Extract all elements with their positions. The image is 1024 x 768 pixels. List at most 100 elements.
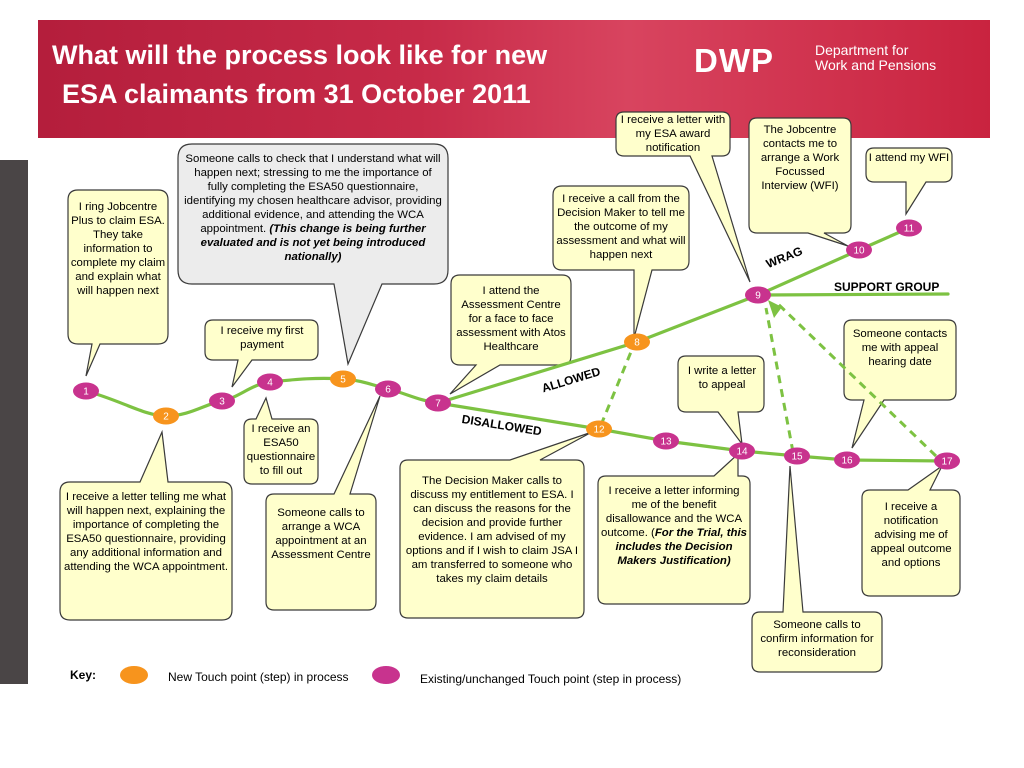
callout-4-text: I receive an ESA50 questionnaire to fill…: [246, 423, 316, 477]
callout-13-text: I receive a letter informing me of the b…: [601, 484, 747, 568]
step-node-10: 10: [846, 241, 872, 259]
title-line-1: What will the process look like for new: [52, 40, 548, 70]
step-node-1: 1: [73, 382, 99, 400]
step-node-2-shape: [153, 407, 179, 425]
appeal-dashed-link: [774, 300, 938, 458]
department-name: Department for Work and Pensions: [815, 43, 936, 73]
step-node-16: 16: [834, 451, 860, 469]
key-new-text: New Touch point (step) in process: [168, 670, 349, 684]
step-node-16-label: 16: [841, 456, 853, 467]
dept-line-2: Work and Pensions: [815, 57, 937, 73]
step-node-3-shape: [209, 392, 235, 410]
key-new-swatch: [120, 666, 148, 684]
step-node-5-label: 5: [340, 375, 346, 386]
step-node-9: 9: [745, 286, 771, 304]
callout-14-text: I write a letter to appeal: [687, 365, 757, 391]
step-node-6: 6: [375, 380, 401, 398]
callout-13-emphasis: For the Trial, this includes the Decisio…: [615, 527, 748, 567]
callout-7-text: I attend the Assessment Centre for a fac…: [456, 285, 566, 353]
callout-12-shape: [399, 431, 593, 619]
step-node-2-label: 2: [163, 412, 169, 423]
review-dashed-link: [764, 307, 795, 453]
callout-6-shape: [265, 395, 381, 611]
callout-17-shape: [861, 465, 961, 597]
callout-5-main: Someone calls to check that I understand…: [184, 153, 442, 235]
support-group-label: SUPPORT GROUP: [834, 280, 940, 294]
step-node-11-label: 11: [904, 224, 915, 235]
callout-5-emphasis: (This change is being further evaluated …: [200, 223, 426, 263]
step-node-9-shape: [745, 286, 771, 304]
step-node-8-label: 8: [634, 338, 640, 349]
callout-6-text: Someone calls to arrange a WCA appointme…: [271, 507, 371, 561]
step-node-1-shape: [73, 382, 99, 400]
step-node-6-shape: [375, 380, 401, 398]
dwp-logo: DWP: [694, 42, 774, 79]
callout-9-shape: [615, 111, 751, 283]
callout-8-text: I receive a call from the Decision Maker…: [556, 193, 686, 261]
callout-16-text: Someone contacts me with appeal hearing …: [852, 328, 948, 368]
step-node-11: 11: [896, 219, 922, 237]
step-node-16-shape: [834, 451, 860, 469]
step-node-12-label: 12: [593, 425, 605, 436]
step-node-17-shape: [934, 452, 960, 470]
callout-16-shape: [843, 319, 957, 449]
step-node-7: 7: [425, 394, 451, 412]
step-node-11-shape: [896, 219, 922, 237]
callout-15-text: Someone calls to confirm information for…: [760, 619, 874, 659]
callout-5-shape: [177, 143, 449, 367]
callout-2-text: I receive a letter telling me what will …: [64, 491, 229, 573]
callout-10-text: The Jobcentre contacts me to arrange a W…: [760, 124, 840, 192]
callout-5-text: Someone calls to check that I understand…: [184, 152, 442, 264]
callout-10-shape: [748, 117, 852, 247]
step-node-14-label: 14: [736, 447, 748, 458]
step-node-15: 15: [784, 447, 810, 465]
step-node-7-shape: [425, 394, 451, 412]
title-line-2: ESA claimants from 31 October 2011: [62, 79, 531, 109]
step-node-12: 12: [586, 420, 612, 438]
callout-7-shape: [449, 274, 572, 395]
step-node-12-shape: [586, 420, 612, 438]
step-node-15-label: 15: [791, 452, 803, 463]
step-node-10-label: 10: [853, 246, 865, 257]
step-node-13-shape: [653, 432, 679, 450]
step-node-7-label: 7: [435, 399, 441, 410]
step-node-3: 3: [209, 392, 235, 410]
step-node-10-shape: [846, 241, 872, 259]
callout-8-shape: [552, 185, 690, 339]
step-node-5-shape: [330, 370, 356, 388]
step-node-17: 17: [934, 452, 960, 470]
step-node-9-label: 9: [755, 291, 761, 302]
callout-13-shape: [597, 452, 751, 605]
callout-11-text: I attend my WFI: [868, 152, 950, 164]
callout-13-main: I receive a letter informing me of the b…: [601, 485, 743, 539]
step-node-8-shape: [624, 333, 650, 351]
step-node-14: 14: [729, 442, 755, 460]
support-path: [756, 292, 950, 297]
callout-15-shape: [751, 465, 883, 673]
callout-17-text: I receive a notification advising me of …: [870, 501, 952, 569]
step-node-15-shape: [784, 447, 810, 465]
left-side-bar: [0, 160, 28, 684]
key-existing-swatch: [372, 666, 400, 684]
step-node-4: 4: [257, 373, 283, 391]
callout-3-shape: [204, 319, 319, 388]
step-node-8: 8: [624, 333, 650, 351]
step-node-2: 2: [153, 407, 179, 425]
dept-line-1: Department for: [815, 42, 909, 58]
callout-14-shape: [677, 355, 765, 447]
step-node-4-label: 4: [267, 378, 273, 389]
reconsideration-dashed-link: [599, 346, 635, 426]
callout-1-shape: [67, 189, 169, 377]
callout-2-shape: [59, 429, 233, 621]
step-node-4-shape: [257, 373, 283, 391]
step-node-1-label: 1: [83, 387, 89, 398]
key-existing-text: Existing/unchanged Touch point (step in …: [420, 672, 682, 686]
callout-4-shape: [243, 396, 319, 485]
callout-1-text: I ring Jobcentre Plus to claim ESA. They…: [70, 201, 166, 297]
step-node-14-shape: [729, 442, 755, 460]
step-node-6-label: 6: [385, 385, 391, 396]
key-label: Key:: [70, 668, 97, 682]
callout-3-text: I receive my first payment: [220, 325, 304, 351]
step-node-3-label: 3: [219, 397, 225, 408]
